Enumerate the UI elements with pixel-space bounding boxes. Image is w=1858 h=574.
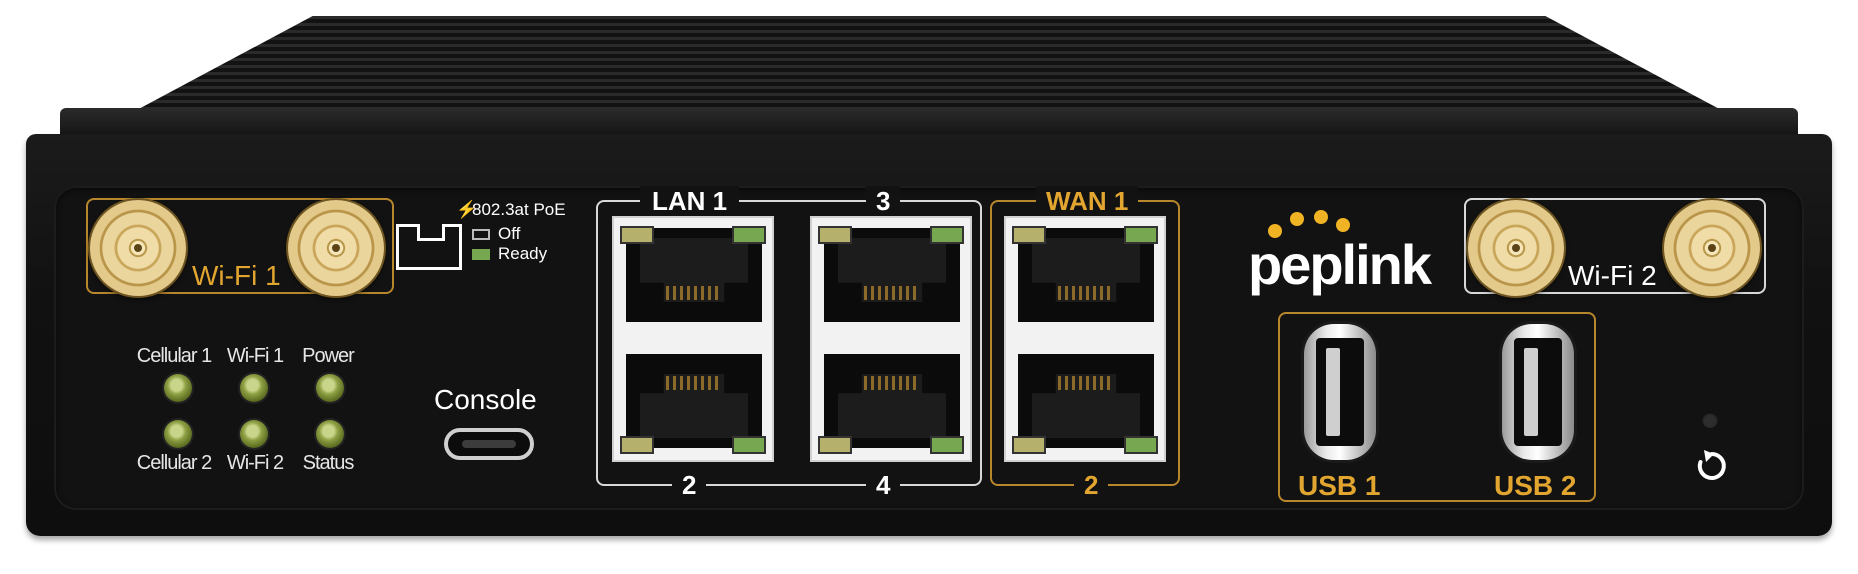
rj45-port-icon[interactable]: [1018, 354, 1154, 448]
led-power: [316, 374, 344, 402]
reset-button[interactable]: [1702, 412, 1718, 428]
led-wifi2: [240, 420, 268, 448]
antenna-connector-icon[interactable]: [1664, 200, 1760, 296]
led-cellular2: [164, 420, 192, 448]
port-led: [818, 436, 852, 454]
antenna-connector-icon[interactable]: [288, 200, 384, 296]
port-led: [1012, 436, 1046, 454]
led-label-power: Power: [302, 345, 355, 367]
usb-label-1: USB 1: [1298, 470, 1381, 501]
usb-outline: [1278, 312, 1596, 502]
led-cellular1: [164, 374, 192, 402]
usb-c-icon[interactable]: [444, 428, 534, 460]
lan-outline: [596, 200, 982, 486]
usb-a-icon[interactable]: [1502, 324, 1574, 460]
port-led: [1124, 226, 1158, 244]
poe-bolt-icon: ⚡: [456, 200, 478, 219]
poe-title: 802.3at PoE: [472, 200, 566, 219]
led-wifi1: [240, 374, 268, 402]
lan-port-block-3-4: [810, 216, 972, 462]
led-label-wifi1: Wi-Fi 1: [226, 345, 284, 367]
led-status: [316, 420, 344, 448]
console-label: Console: [434, 384, 537, 415]
antenna-connector-icon[interactable]: [90, 200, 186, 296]
wifi1-label: Wi-Fi 1: [192, 260, 281, 291]
port-led: [732, 436, 766, 454]
wan-port-block: [1004, 216, 1166, 462]
lid-edge: [60, 108, 1798, 134]
led-label-cellular1: Cellular 1: [136, 345, 212, 367]
rj45-port-icon[interactable]: [824, 354, 960, 448]
wifi1-outline: [86, 198, 394, 294]
wan-label-2: 2: [1074, 470, 1109, 501]
lan-port-block-1-2: [612, 216, 774, 462]
wifi2-label: Wi-Fi 2: [1568, 260, 1657, 291]
port-led: [620, 436, 654, 454]
port-led: [620, 226, 654, 244]
poe-off-label: Off: [498, 224, 521, 243]
usb-a-icon[interactable]: [1304, 324, 1376, 460]
peplink-logo: peplink: [1248, 233, 1432, 296]
port-led: [1124, 436, 1158, 454]
port-led: [732, 226, 766, 244]
port-led: [930, 226, 964, 244]
usb-label-2: USB 2: [1494, 470, 1577, 501]
lan-label-4: 4: [866, 470, 901, 501]
wan-label-1: WAN 1: [1036, 186, 1139, 217]
lan-label-1: LAN 1: [640, 186, 740, 217]
wifi2-outline: [1464, 198, 1766, 294]
poe-port-icon: [396, 224, 462, 270]
poe-ready-label: Ready: [498, 244, 548, 263]
antenna-connector-icon[interactable]: [1468, 200, 1564, 296]
port-led: [930, 436, 964, 454]
reset-icon: [1697, 450, 1726, 480]
lan-label-2: 2: [672, 470, 707, 501]
led-label-cellular2: Cellular 2: [136, 452, 212, 474]
led-label-status: Status: [302, 452, 355, 474]
port-led: [818, 226, 852, 244]
heatsink-lid: [118, 16, 1740, 120]
poe-ready-swatch: [472, 249, 490, 260]
port-led: [1012, 226, 1046, 244]
poe-off-swatch: [472, 229, 490, 240]
lan-label-3: 3: [866, 186, 901, 217]
rj45-port-icon[interactable]: [626, 354, 762, 448]
led-label-wifi2: Wi-Fi 2: [226, 452, 284, 474]
